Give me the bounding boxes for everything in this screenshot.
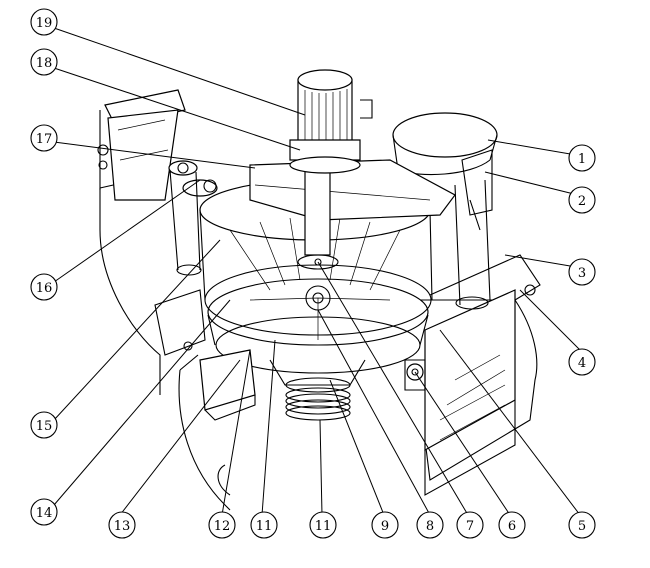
callout-11-left: 11 <box>250 511 278 539</box>
v-belt-pulley <box>285 387 351 421</box>
callout-4: 4 <box>568 348 596 376</box>
callout-8-label: 8 <box>426 519 434 534</box>
callout-17-label: 17 <box>36 132 53 147</box>
callout-19: 19 <box>30 8 58 36</box>
callout-16: 16 <box>30 273 58 301</box>
callout-15-label: 15 <box>36 419 53 434</box>
top-frame <box>249 159 456 221</box>
callout-2: 2 <box>568 186 596 214</box>
callout-6: 6 <box>498 511 526 539</box>
callout-3: 3 <box>568 258 596 286</box>
callout-1-label: 1 <box>578 152 586 167</box>
callout-1: 1 <box>568 144 596 172</box>
callout-3-label: 3 <box>578 266 586 281</box>
callout-15: 15 <box>30 411 58 439</box>
callout-14: 14 <box>30 498 58 526</box>
discharge-pipe <box>168 160 218 276</box>
right-column <box>454 179 491 306</box>
callout-5: 5 <box>568 511 596 539</box>
callout-14-label: 14 <box>36 506 53 521</box>
callout-18-label: 18 <box>36 56 53 71</box>
callout-19-label: 19 <box>36 16 53 31</box>
callout-18: 18 <box>30 48 58 76</box>
callout-12: 12 <box>208 511 236 539</box>
lower-housing <box>178 299 538 511</box>
callout-12-label: 12 <box>214 519 231 534</box>
leader-lines <box>53 27 583 516</box>
machine-body <box>97 69 541 511</box>
callout-17: 17 <box>30 124 58 152</box>
callout-5-label: 5 <box>578 519 586 534</box>
callout-11-right-label: 11 <box>315 519 332 534</box>
callout-11-left-label: 11 <box>256 519 273 534</box>
callout-8: 8 <box>416 511 444 539</box>
callout-4-label: 4 <box>578 356 586 371</box>
callout-16-label: 16 <box>36 281 53 296</box>
callout-13: 13 <box>108 511 136 539</box>
callout-9-label: 9 <box>381 519 389 534</box>
callout-11-right: 11 <box>309 511 337 539</box>
callout-7: 7 <box>456 511 484 539</box>
callout-9: 9 <box>371 511 399 539</box>
callout-7-label: 7 <box>466 519 474 534</box>
top-right-cylinder <box>392 112 498 158</box>
callout-6-label: 6 <box>508 519 516 534</box>
callout-13-label: 13 <box>114 519 131 534</box>
callout-2-label: 2 <box>578 194 586 209</box>
main-shaft <box>304 169 331 256</box>
